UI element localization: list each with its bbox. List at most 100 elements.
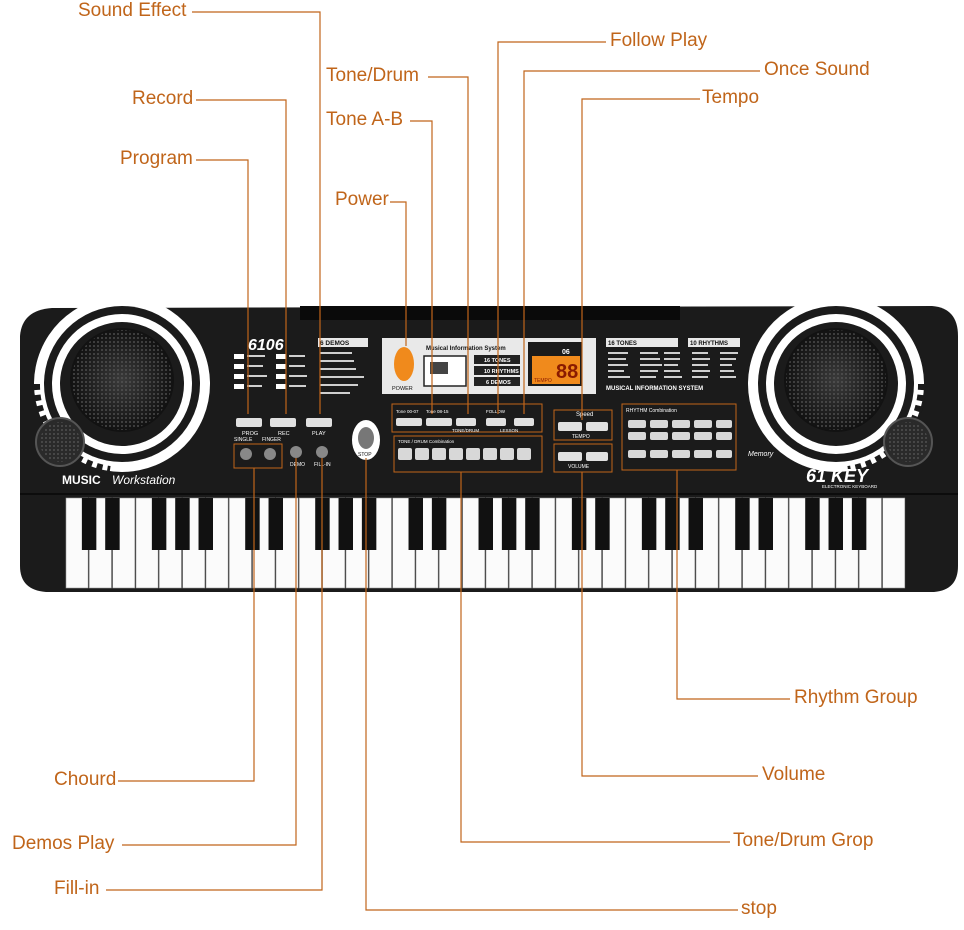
leader-follow-play bbox=[497, 41, 606, 414]
left-small-speaker bbox=[35, 417, 85, 467]
callout-tone-drum: Tone/Drum bbox=[326, 65, 419, 86]
callout-demos-play: Demos Play bbox=[12, 833, 115, 854]
white-key[interactable] bbox=[882, 497, 906, 589]
leader-record bbox=[196, 99, 287, 414]
leader-rhythm-group bbox=[676, 470, 790, 700]
display-rhythms: 10 RHYTHMS bbox=[484, 369, 519, 375]
callout-tone-drum-group: Tone/Drum Grop bbox=[733, 830, 874, 851]
tone-drum-button[interactable] bbox=[456, 418, 476, 426]
music-rest-slot bbox=[300, 306, 680, 320]
black-key[interactable] bbox=[105, 498, 120, 550]
black-key[interactable] bbox=[828, 498, 843, 550]
callout-once-sound: Once Sound bbox=[764, 59, 870, 80]
black-key[interactable] bbox=[641, 498, 657, 550]
prog-button[interactable] bbox=[236, 418, 262, 427]
black-key[interactable] bbox=[688, 498, 703, 550]
black-key[interactable] bbox=[408, 498, 423, 550]
leader-program bbox=[196, 159, 249, 414]
volume-up-button[interactable] bbox=[586, 452, 608, 461]
display-small: 06 bbox=[562, 349, 570, 356]
model-number: 6106 bbox=[248, 337, 284, 354]
black-key[interactable] bbox=[245, 498, 260, 550]
black-key[interactable] bbox=[175, 498, 190, 550]
demos-header: 6 DEMOS bbox=[320, 340, 350, 347]
volume-panel-label: VOLUME bbox=[568, 464, 590, 470]
demo-label: DEMO bbox=[290, 462, 305, 468]
rhythm-combination-label: RHYTHM Combination bbox=[626, 408, 677, 414]
display-tempo: TEMPO bbox=[534, 378, 552, 384]
brand-line2: Workstation bbox=[112, 473, 176, 487]
black-key[interactable] bbox=[268, 498, 283, 550]
leader-tone-drum-group bbox=[460, 472, 730, 843]
black-key[interactable] bbox=[151, 498, 167, 550]
display-digits: 88 bbox=[556, 361, 578, 383]
tone-drum-label: TONE/DRUM bbox=[452, 428, 479, 433]
tone-drum-keys[interactable] bbox=[398, 448, 531, 460]
black-key[interactable] bbox=[758, 498, 773, 550]
speed-label: Speed bbox=[576, 412, 593, 418]
volume-down-button[interactable] bbox=[558, 452, 582, 461]
tone-b-button[interactable] bbox=[426, 418, 452, 426]
demos-list: 6 DEMOS bbox=[318, 338, 368, 394]
single-label: SINGLE bbox=[234, 437, 253, 443]
tone-a-button[interactable] bbox=[396, 418, 422, 426]
stop-button[interactable] bbox=[358, 427, 374, 449]
rec-button[interactable] bbox=[270, 418, 296, 427]
black-key[interactable] bbox=[501, 498, 517, 550]
black-key[interactable] bbox=[735, 498, 750, 550]
black-key[interactable] bbox=[525, 498, 540, 550]
power-display-panel: POWER Musical Information System 16 TONE… bbox=[382, 338, 596, 394]
rec-label: REC bbox=[278, 431, 290, 437]
key-count: 61 KEY bbox=[806, 466, 870, 486]
finger-label: FINGER bbox=[262, 437, 281, 443]
rhythm-keys[interactable] bbox=[628, 420, 732, 458]
tempo-panel-label: TEMPO bbox=[572, 434, 590, 440]
single-chord-button[interactable] bbox=[240, 448, 252, 460]
play-button[interactable] bbox=[306, 418, 332, 427]
brand-line1: MUSIC bbox=[62, 473, 101, 487]
black-key[interactable] bbox=[338, 498, 353, 550]
stop-label: STOP bbox=[358, 452, 372, 458]
piano-keys[interactable] bbox=[65, 497, 906, 589]
power-button[interactable] bbox=[394, 347, 414, 381]
callout-volume: Volume bbox=[762, 764, 826, 785]
black-key[interactable] bbox=[198, 498, 213, 550]
leader-volume bbox=[581, 472, 758, 777]
drum-icon-list bbox=[234, 354, 307, 389]
demo-button[interactable] bbox=[290, 446, 302, 458]
follow-button[interactable] bbox=[486, 418, 506, 426]
leader-tone-drum bbox=[428, 76, 469, 414]
tone-b-label: Tone 08-15 bbox=[426, 409, 449, 414]
prog-label: PROG bbox=[242, 431, 258, 437]
right-small-speaker bbox=[883, 417, 933, 467]
black-key[interactable] bbox=[361, 498, 377, 550]
black-key[interactable] bbox=[571, 498, 587, 550]
center-controls: Tone 00-07 Tone 08-15 TONE/DRUM FOLLOW L… bbox=[391, 403, 737, 473]
black-key[interactable] bbox=[665, 498, 680, 550]
leader-stop bbox=[365, 458, 738, 911]
tempo-down-button[interactable] bbox=[558, 422, 582, 431]
callout-tempo: Tempo bbox=[702, 87, 760, 108]
once-sound-button[interactable] bbox=[514, 418, 534, 426]
black-key[interactable] bbox=[595, 498, 610, 550]
black-key[interactable] bbox=[431, 498, 447, 550]
callout-fill-in: Fill-in bbox=[54, 878, 100, 899]
black-key[interactable] bbox=[478, 498, 493, 550]
right-speaker bbox=[748, 296, 927, 474]
tone-drum-combination-label: TONE / DRUM Combination bbox=[398, 439, 455, 444]
finger-chord-button[interactable] bbox=[264, 448, 276, 460]
callout-follow-play: Follow Play bbox=[610, 30, 708, 51]
leader-once-sound bbox=[523, 70, 760, 414]
play-label: PLAY bbox=[312, 431, 326, 437]
tempo-up-button[interactable] bbox=[586, 422, 608, 431]
black-key[interactable] bbox=[805, 498, 820, 550]
black-key[interactable] bbox=[81, 498, 97, 550]
black-key[interactable] bbox=[851, 498, 867, 550]
callout-power: Power bbox=[335, 189, 389, 210]
rhythms-header: 10 RHYTHMS bbox=[690, 341, 728, 347]
callout-rhythm-group: Rhythm Group bbox=[794, 687, 918, 708]
tones-rhythms-panel: 16 TONES 10 RHYTHMS MUSICAL INFORMATION … bbox=[606, 338, 740, 392]
power-label: POWER bbox=[392, 386, 413, 392]
fill-in-button[interactable] bbox=[316, 446, 328, 458]
key-count-sub: ELECTRONIC KEYBOARD bbox=[822, 484, 878, 489]
